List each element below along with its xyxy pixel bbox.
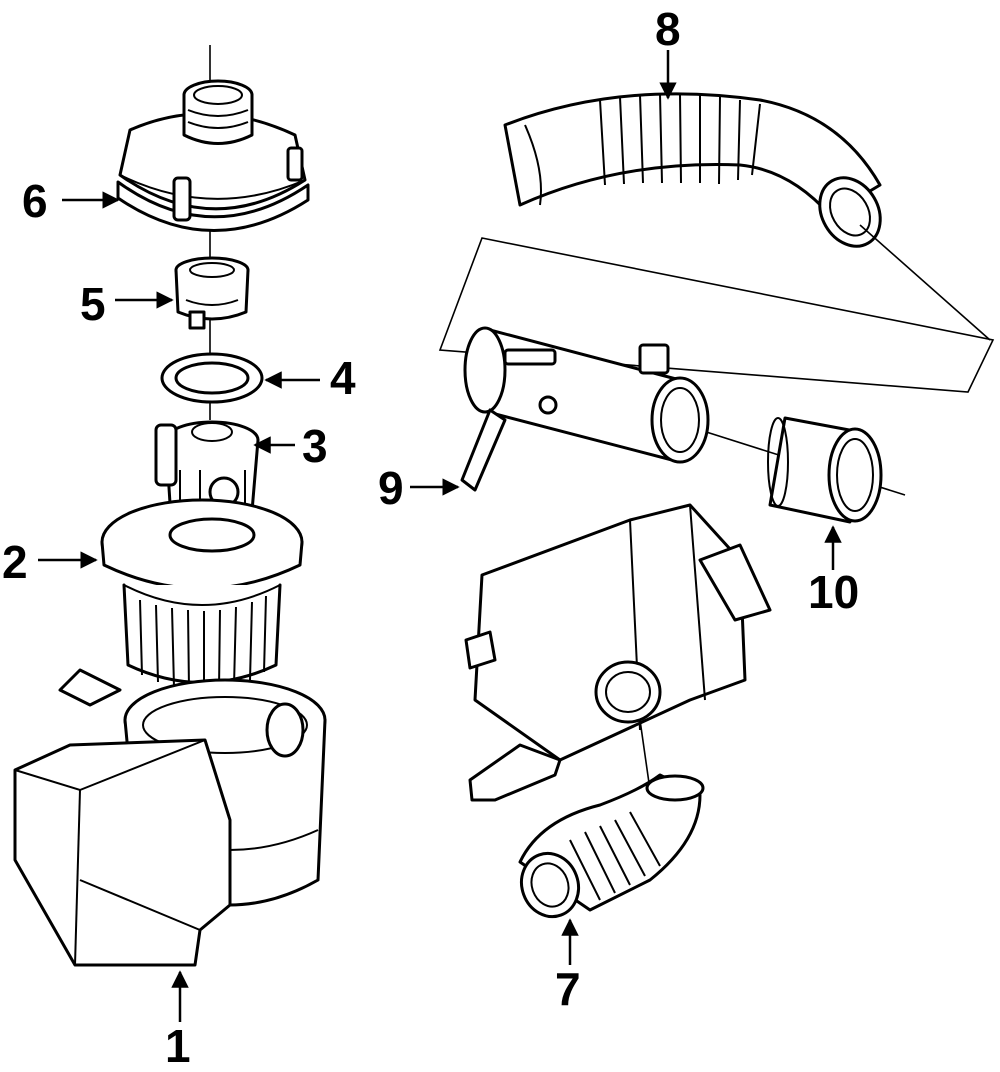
part-9-resonator (460, 326, 710, 492)
callout-8: 8 (655, 3, 681, 55)
part-1-cleaner-case (13, 668, 327, 967)
callout-1: 1 (165, 1020, 191, 1072)
callout-9: 9 (378, 462, 404, 514)
callout-6: 6 (22, 175, 48, 227)
part-5-valve (174, 256, 250, 330)
part-8-intake-hose (503, 92, 882, 248)
part-6-cleaner-cover (116, 79, 310, 232)
part-7-intake-boot (518, 773, 705, 919)
part-10-sleeve (767, 416, 883, 524)
callout-4: 4 (330, 352, 356, 404)
callout-2: 2 (2, 536, 28, 588)
guide-plane (438, 237, 995, 393)
callout-7: 7 (555, 963, 581, 1015)
part-4-gasket-ring (160, 352, 264, 404)
callout-3: 3 (302, 420, 328, 472)
callout-5: 5 (80, 278, 106, 330)
guide-line-8 (859, 224, 991, 341)
part-2-filter-element (100, 498, 304, 690)
callout-10: 10 (808, 566, 859, 618)
part-7-cleaner-box (464, 503, 772, 802)
